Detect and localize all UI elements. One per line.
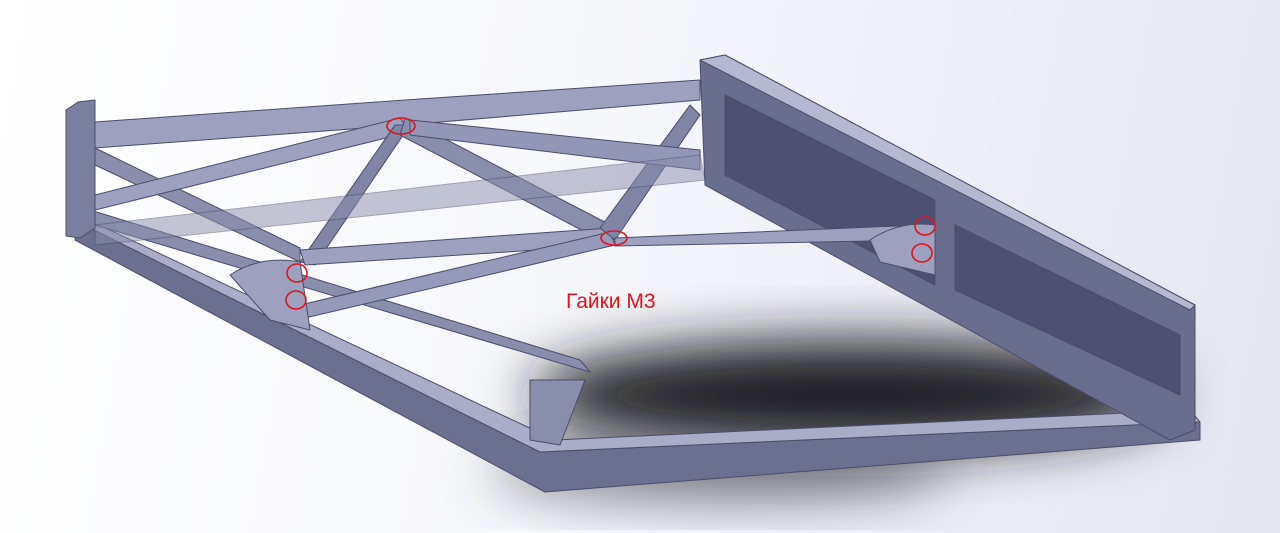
nut-marker <box>285 290 307 310</box>
nut-marker <box>600 230 628 246</box>
right-panel-window-2 <box>954 224 1181 396</box>
left-bracket <box>229 259 311 331</box>
front-beam <box>94 154 706 246</box>
frame-model <box>65 54 1201 493</box>
nuts-annotation-label: Гайки М3 <box>566 290 656 313</box>
nut-callouts <box>285 117 936 310</box>
nut-marker <box>914 216 936 236</box>
nut-marker <box>911 243 933 263</box>
right-panel-top-edge <box>699 54 1196 311</box>
left-end-plate <box>65 99 96 239</box>
nut-marker <box>386 117 416 135</box>
nut-marker <box>286 263 308 283</box>
front-foot <box>529 379 586 446</box>
